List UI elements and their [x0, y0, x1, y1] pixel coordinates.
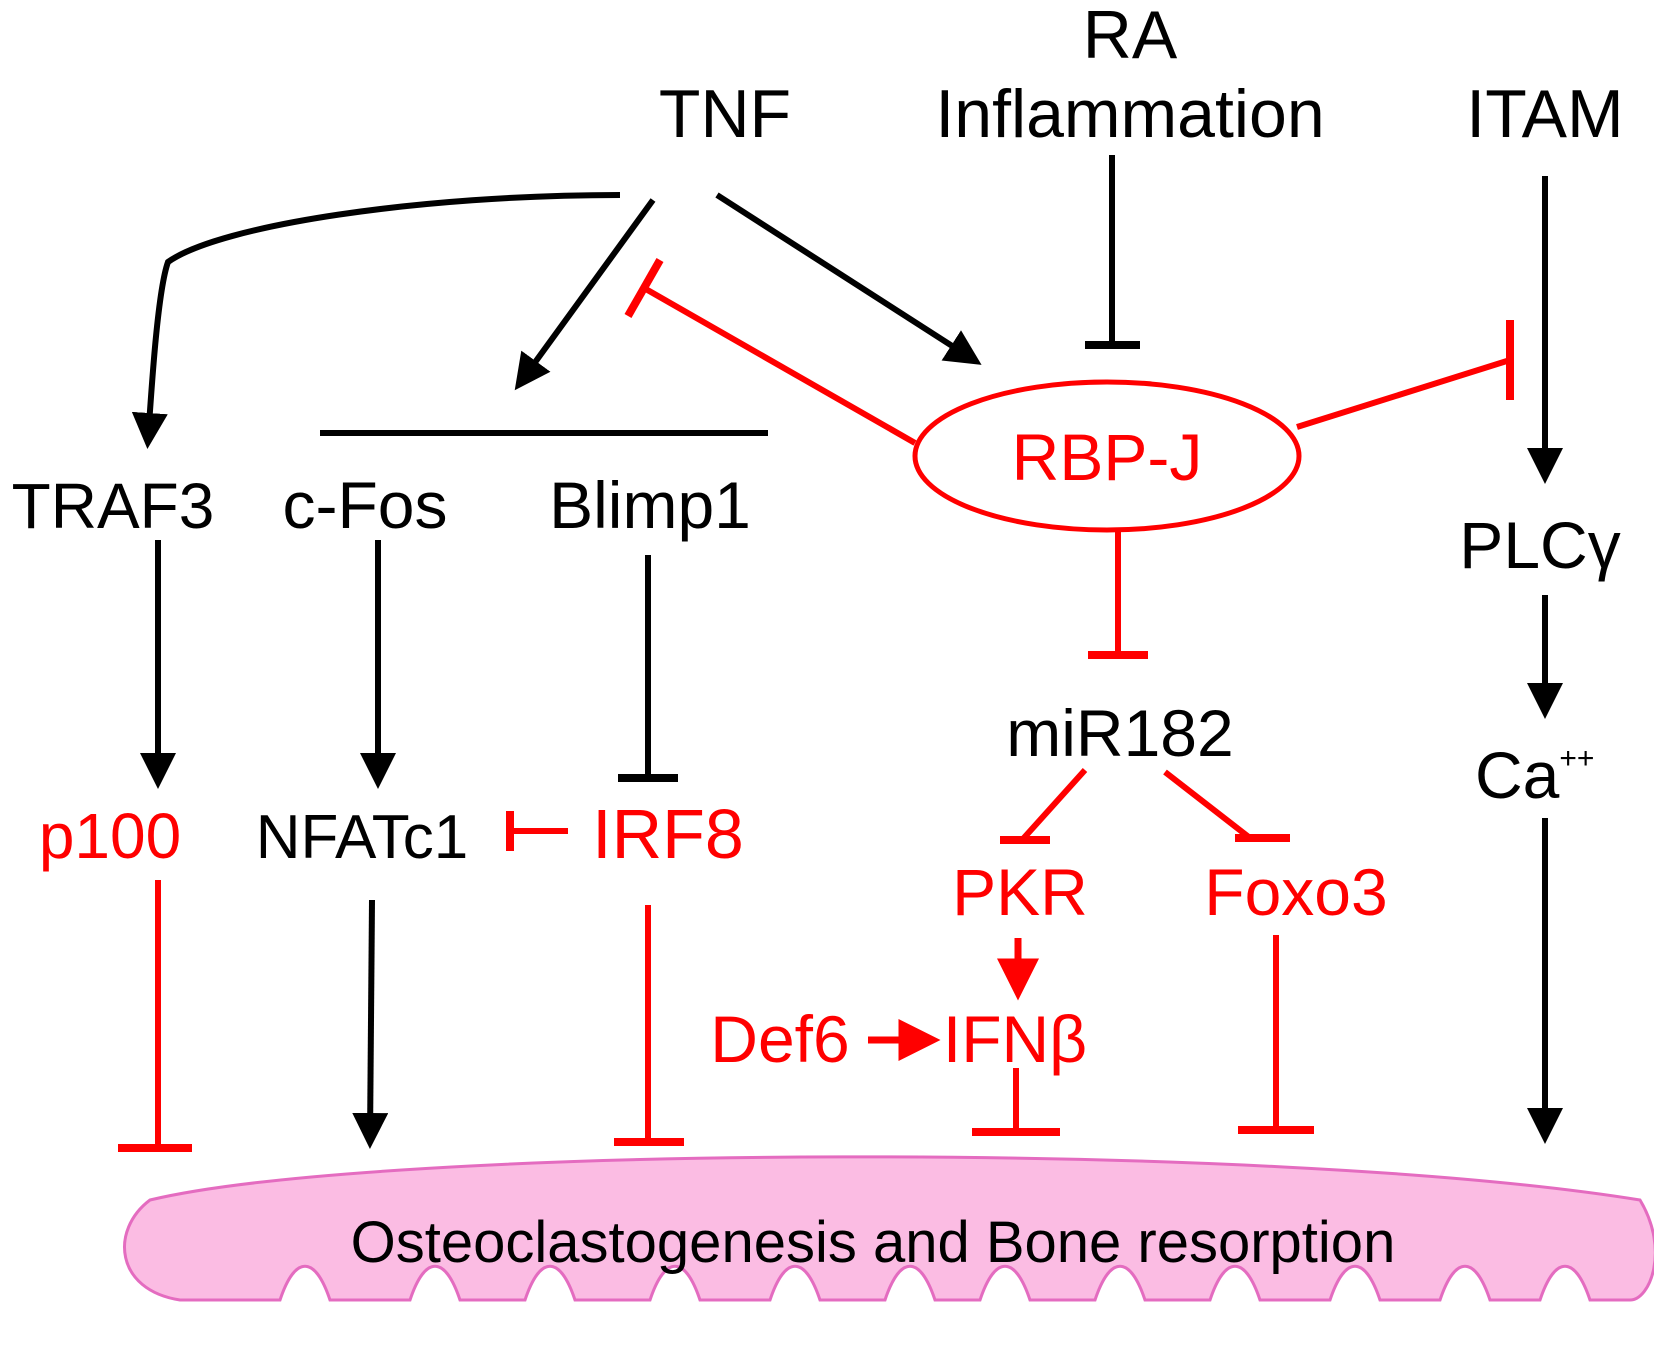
edge-mir182-pkr	[1019, 767, 1088, 843]
node-itam: ITAM	[1466, 76, 1623, 152]
node-ra: RA	[1083, 0, 1178, 73]
node-mir182: miR182	[1006, 696, 1233, 770]
node-inflammation: Inflammation	[935, 76, 1324, 152]
node-ifnb: IFNβ	[943, 1002, 1087, 1076]
node-pkr: PKR	[952, 855, 1088, 929]
node-tnf: TNF	[659, 76, 791, 152]
node-def6: Def6	[710, 1002, 849, 1076]
node-irf8: IRF8	[592, 795, 744, 873]
edge-tnf-traf3	[131, 192, 621, 449]
edge-rbpj-tnf	[642, 285, 917, 446]
bone-resorption-shape	[123, 1155, 1654, 1302]
node-cfos: c-Fos	[283, 468, 448, 542]
node-outcome: Osteoclastogenesis and Bone resorption	[351, 1210, 1396, 1275]
node-ca: Ca++	[1475, 738, 1594, 812]
node-nfatc1: NFATc1	[256, 803, 468, 872]
node-p100: p100	[39, 800, 181, 872]
node-plcy: PLCγ	[1459, 508, 1620, 582]
node-blimp1: Blimp1	[549, 468, 751, 542]
rbpj-ellipse	[912, 379, 1302, 533]
node-foxo3: Foxo3	[1204, 855, 1387, 929]
edge-rbpj-tnf-bar	[624, 258, 664, 318]
edge-nfatc1-outcome	[352, 899, 389, 1149]
node-rbpj: RBP-J	[1012, 420, 1203, 494]
edge-tnf-rbpj	[715, 192, 982, 365]
node-traf3: TRAF3	[12, 470, 215, 542]
edge-tnf-cfos-blimp1	[514, 198, 656, 391]
edge-mir182-foxo3	[1163, 769, 1252, 841]
edge-rbpj-itam	[1296, 357, 1511, 430]
